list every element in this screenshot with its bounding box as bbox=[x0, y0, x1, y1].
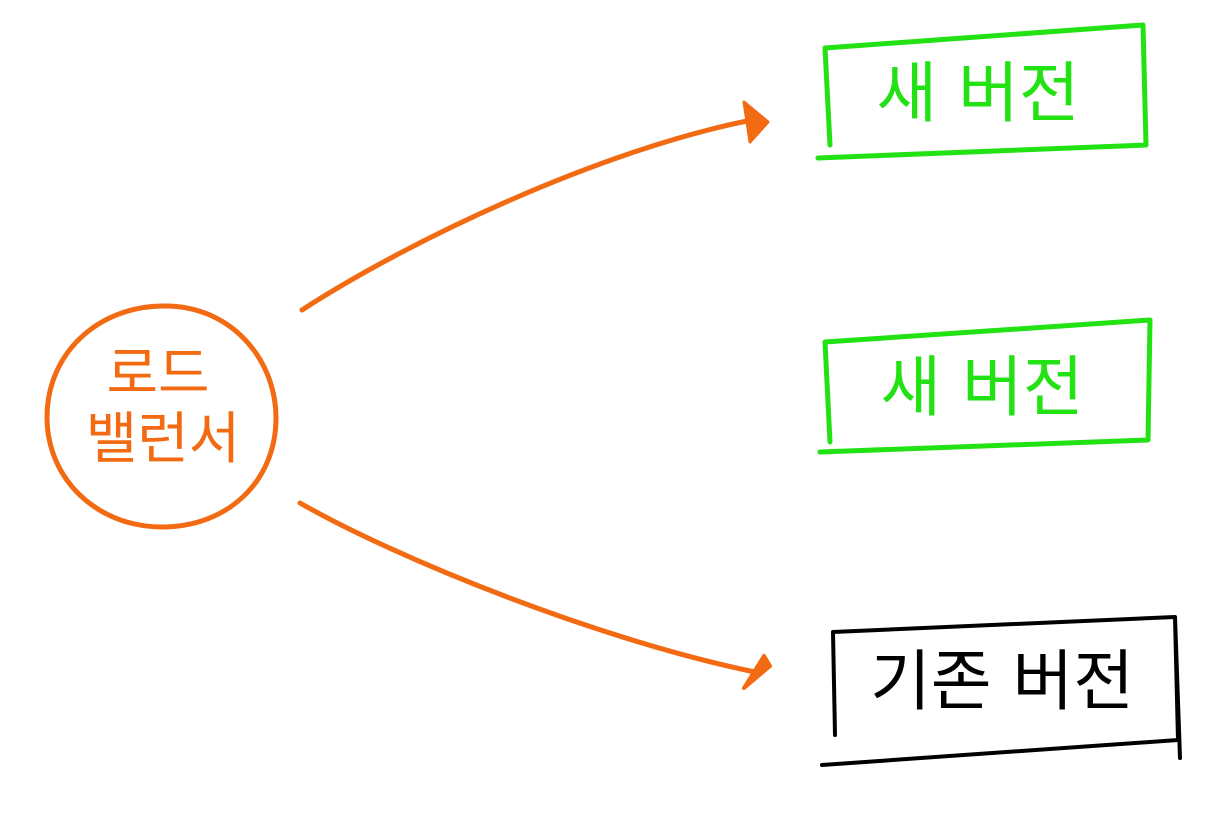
new-version-box-1: 새 버전 bbox=[815, 22, 1149, 161]
new-version-label-2: 새 버전 bbox=[880, 349, 1083, 426]
arrowhead-icon bbox=[742, 100, 770, 144]
load-balancer-label-line2: 밸런서 bbox=[86, 407, 241, 472]
load-balancer-label-line1: 로드 bbox=[106, 342, 209, 407]
arrow-line bbox=[299, 117, 755, 313]
box-outline bbox=[820, 615, 1182, 767]
arrow-to-existing-version bbox=[297, 500, 772, 690]
new-version-label-1: 새 버전 bbox=[876, 55, 1079, 132]
existing-version-box: 기존 버전 bbox=[820, 615, 1182, 767]
arrow-to-new-version-1 bbox=[299, 100, 770, 313]
load-balancer-circle bbox=[44, 303, 279, 530]
arrow-line bbox=[297, 500, 758, 675]
box-outline bbox=[817, 317, 1153, 455]
box-outline bbox=[815, 22, 1149, 161]
new-version-box-2: 새 버전 bbox=[817, 317, 1153, 455]
existing-version-label: 기존 버전 bbox=[870, 643, 1134, 720]
arrowhead-icon bbox=[742, 654, 772, 690]
load-balancer-node: 로드 밸런서 bbox=[44, 303, 279, 530]
